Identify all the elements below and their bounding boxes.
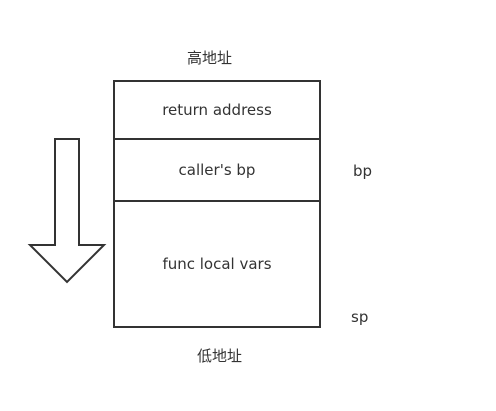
bp-pointer-label: bp [353, 162, 373, 180]
frame-return-address: return address [115, 82, 319, 140]
stack-diagram: return address caller's bp func local va… [113, 80, 321, 328]
frame-caller-bp: caller's bp [115, 140, 319, 202]
frame-local-vars: func local vars [162, 255, 272, 273]
low-address-label: 低地址 [197, 347, 243, 365]
sp-pointer-label: sp [351, 308, 369, 326]
high-address-label: 高地址 [187, 49, 233, 67]
